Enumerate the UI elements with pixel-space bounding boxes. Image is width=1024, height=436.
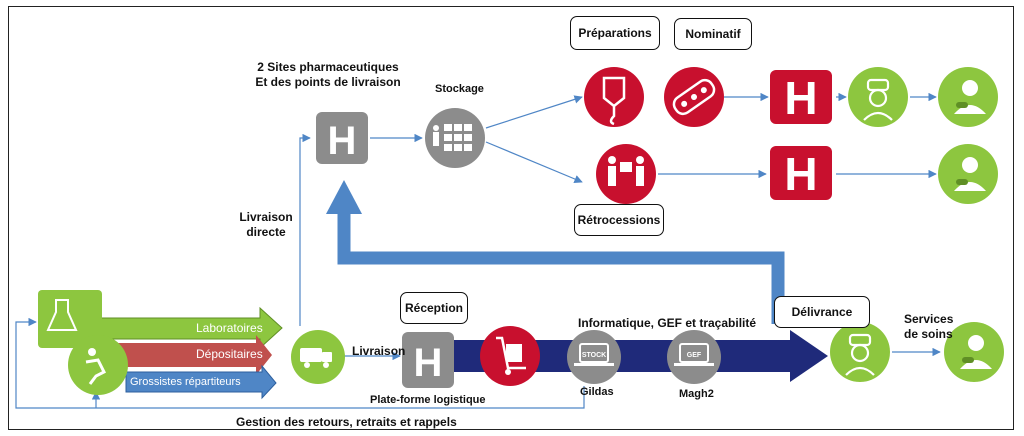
reception-box: Réception [400,292,468,324]
hospital-letter-red-mid: H [784,148,817,200]
band-grossistes [125,364,277,400]
grossistes-label: Grossistes répartiteurs [130,376,241,388]
magh2-label: Magh2 [679,388,714,400]
nurse-circle-bottom [830,322,890,382]
plateforme-label: Plate-forme logistique [370,394,486,406]
stock-screen-text: STOCK [582,352,606,359]
hospital-letter-red-top: H [784,72,817,124]
feedback-arrow [337,212,785,324]
laptop-icon-magh2 [674,343,714,366]
hospital-letter-platform: H [414,341,443,385]
nurse-icon-top [863,78,893,121]
stockage-label: Stockage [435,83,484,95]
nurse-icon-bottom [845,333,875,376]
hospital-grey-top [316,112,368,164]
depositaires-label: Dépositaires [196,347,263,361]
gef-screen-text: GEF [687,352,702,359]
delivrance-box: Délivrance [774,296,870,328]
hand-truck-icon [496,336,526,375]
nominatif-box: Nominatif [674,18,752,50]
pill-box-icon [672,78,716,116]
livraison-label: Livraison [352,344,406,358]
band-depositaires [90,335,272,375]
laboratoires-label: Laboratoires [196,321,263,335]
hospital-grey-platform [402,332,454,388]
truck-icon [300,348,332,368]
main-flow-arrow [448,330,828,382]
line-to-preparations [485,95,583,129]
informatique-label: Informatique, GEF et traçabilité [578,316,757,330]
title-line-2: Et des points de livraison [255,75,401,89]
hospital-letter-grey-top: H [328,119,357,163]
gildas-label: Gildas [580,386,614,398]
worker-head [88,348,96,356]
iv-bag-icon [602,76,626,126]
laptop-icon-gildas [574,343,614,366]
diagram-frame [8,6,1014,430]
nurse-circle-top [848,67,908,127]
patient-icon-bottom [960,335,992,369]
livraison-directe-label: Livraison directe [236,210,296,240]
preparations-box: Préparations [570,16,660,50]
patient-icon-top [954,80,986,114]
hospital-red-top [770,70,832,124]
line-return-loop [15,317,585,409]
worker-body [85,358,107,385]
title-line-1: 2 Sites pharmaceutiques [257,60,399,74]
line-to-retrocessions [485,141,583,183]
services-line-1: Services [904,312,954,326]
lab-icon-square [38,290,102,348]
retrocessions-box: Rétrocessions [574,204,664,236]
page-title: 2 Sites pharmaceutiques Et des points de… [255,60,400,90]
services-line-2: de soins [904,327,953,341]
livraison-directe-line-2: directe [246,225,286,239]
gestion-label: Gestion des retours, retraits et rappels [236,415,457,429]
shelves-icon [433,124,472,151]
patient-circle-top [938,67,998,127]
preparations-circle [584,67,644,127]
supplier-circle [68,335,128,395]
handover-icon [608,156,644,186]
patient-icon-mid [954,157,986,191]
services-label: Services de soins [904,312,953,342]
retrocessions-circle [596,144,656,204]
feedback-arrow-head [326,180,362,214]
flask-icon [46,299,78,331]
line-direct-delivery [299,133,311,326]
patient-circle-mid [938,144,998,204]
hospital-red-mid [770,146,832,200]
livraison-directe-line-1: Livraison [239,210,293,224]
